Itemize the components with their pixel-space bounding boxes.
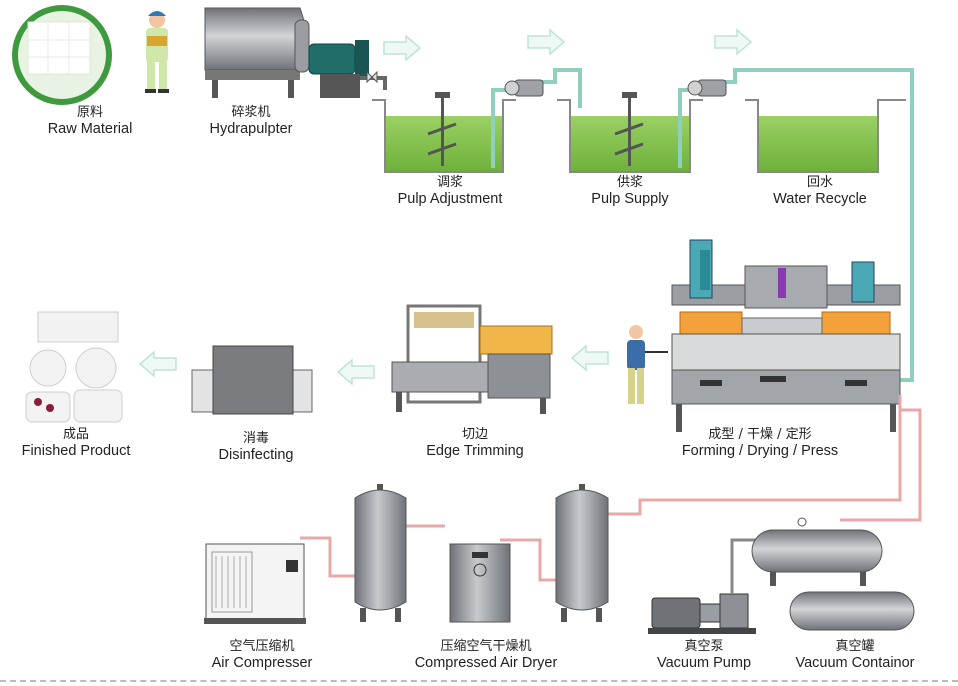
flow-arrow-icon — [571, 345, 609, 371]
disinfecting-label: 消毒 Disinfecting — [218, 431, 294, 463]
hydrapulpter-machine — [204, 7, 387, 98]
pulp-supply-tank — [557, 92, 703, 173]
edge-trimming-label: 切边 Edge Trimming — [426, 427, 524, 459]
hydrapulpter-label: 碎浆机 Hydrapulpter — [209, 105, 293, 137]
disinfecting-machine — [191, 345, 313, 415]
pump-icon — [504, 79, 544, 97]
finished-product-image — [25, 311, 123, 423]
air-dryer-machine — [449, 543, 511, 623]
pulp-adjustment-label: 调浆 Pulp Adjustment — [397, 175, 503, 207]
air-receiver-tank-1 — [354, 484, 407, 622]
valve-icon — [366, 70, 378, 84]
flow-arrow-icon — [714, 29, 752, 55]
air-receiver-tank-2 — [555, 484, 609, 622]
flow-arrow-icon — [383, 35, 421, 61]
forming-label: 成型 / 干燥 / 定形 Forming / Drying / Press — [681, 427, 839, 459]
water-recycle-tank — [745, 99, 906, 173]
water-recycle-label: 回水 Water Recycle — [773, 175, 867, 207]
air-dryer-label: 压缩空气干燥机 Compressed Air Dryer — [414, 639, 558, 671]
raw-material-label: 原料 Raw Material — [47, 105, 133, 137]
vacuum-tank — [751, 517, 915, 631]
pulp-supply-label: 供浆 Pulp Supply — [591, 175, 669, 207]
air-compressor-machine — [204, 543, 306, 624]
air-compresser-label: 空气压缩机 Air Compresser — [211, 639, 313, 671]
vacuum-pump-machine — [648, 538, 760, 634]
raw-material-image — [12, 5, 112, 105]
worker-icon — [145, 11, 169, 93]
air-pipes — [300, 395, 922, 582]
forming-press-machine — [671, 239, 901, 432]
vacuum-containor-label: 真空罐 Vacuum Containor — [795, 639, 915, 671]
bottom-divider — [0, 680, 958, 682]
pump-icon — [687, 79, 727, 97]
flow-arrow-icon — [337, 359, 375, 385]
pulp-adjustment-tank — [372, 92, 516, 173]
vacuum-pump-label: 真空泵 Vacuum Pump — [656, 639, 752, 671]
worker-icon — [627, 325, 668, 404]
edge-trimming-machine — [391, 304, 553, 414]
flow-arrow-icon — [527, 29, 565, 55]
flow-arrow-icon — [139, 351, 177, 377]
finished-product-label: 成品 Finished Product — [21, 427, 131, 459]
